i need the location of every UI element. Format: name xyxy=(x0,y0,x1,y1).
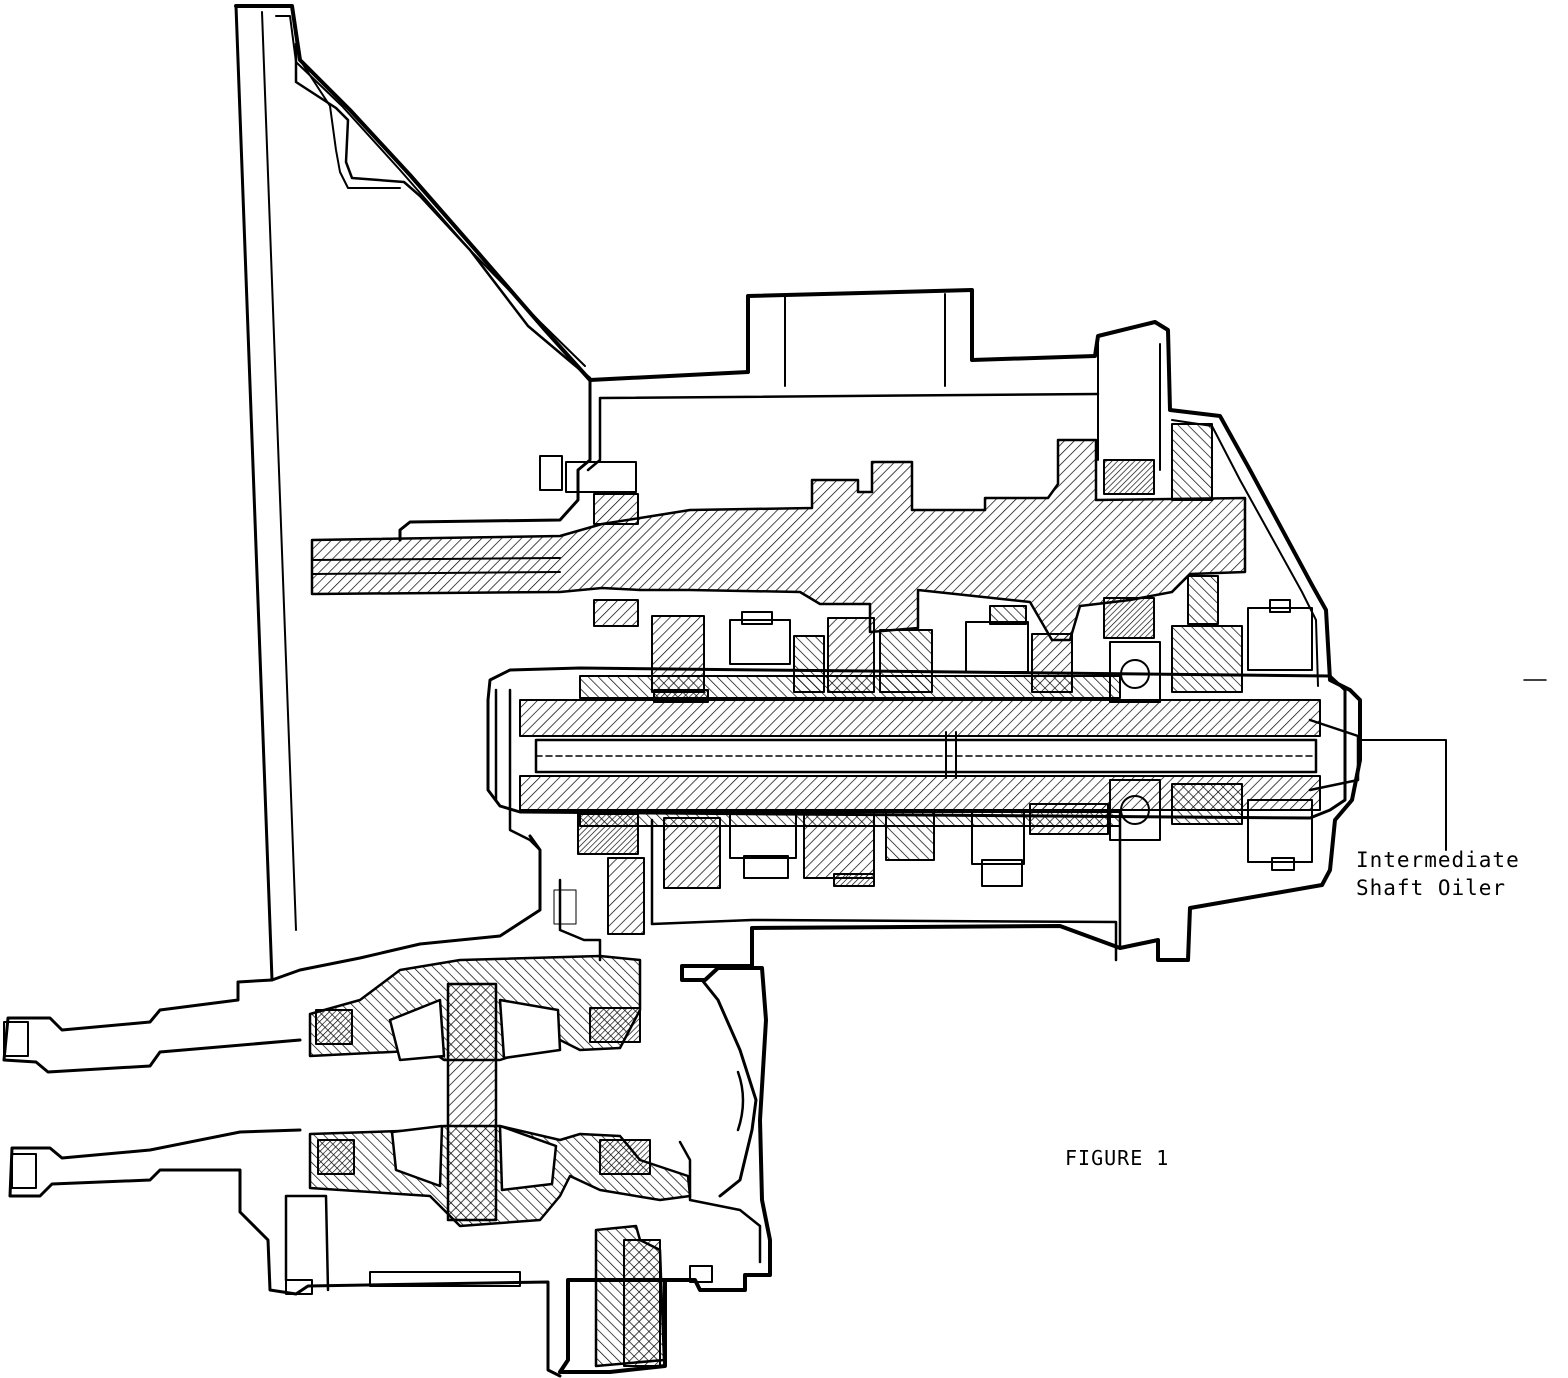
intermediate-shaft-oiler-label: Intermediate Shaft Oiler xyxy=(1356,846,1520,902)
bell-housing xyxy=(2,4,1362,1374)
main-shaft xyxy=(310,423,1247,642)
gear-case-lower xyxy=(270,810,1122,982)
intermediate-shaft-oiler-leader xyxy=(1359,739,1447,851)
gear-cluster-lower xyxy=(577,783,1313,935)
callout-line-1: Intermediate xyxy=(1356,848,1520,872)
gear-cluster-upper xyxy=(651,599,1313,703)
main-shaft-bearings xyxy=(539,455,1161,841)
differential xyxy=(308,954,758,1368)
lower-housing xyxy=(3,1021,762,1378)
callout-line-2: Shaft Oiler xyxy=(1356,876,1507,900)
figure-caption: FIGURE 1 xyxy=(1065,1146,1170,1170)
